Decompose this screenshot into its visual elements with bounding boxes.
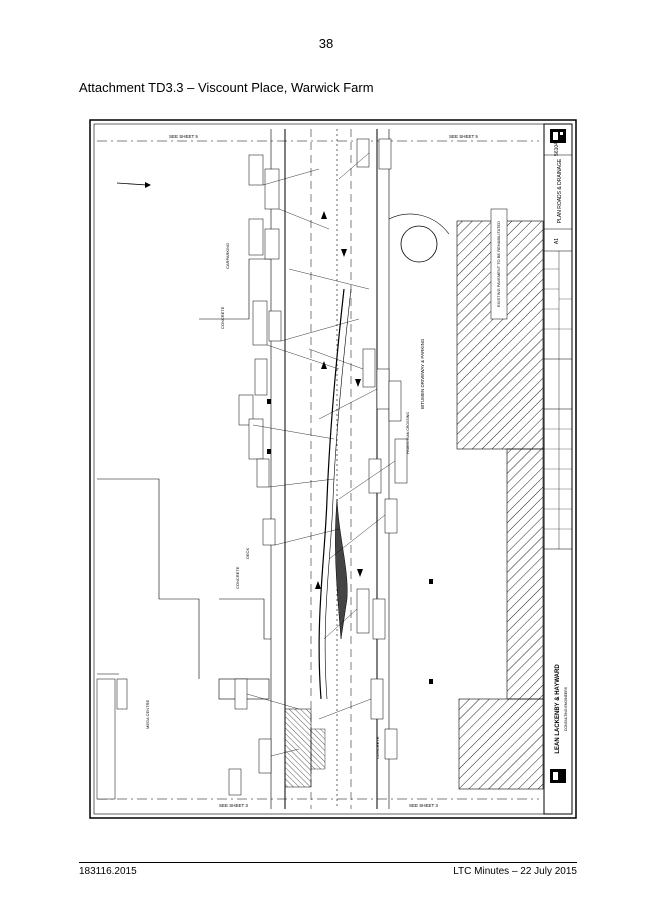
pavement-note: EXISTING PAVEMENT TO BE REHABILITATED — [490, 208, 508, 320]
footer-minutes-date: LTC Minutes – 22 July 2015 — [453, 866, 577, 877]
traffic-island-hatch — [284, 708, 312, 788]
firm-logo-icon — [550, 129, 566, 143]
firm-subtitle: CONSULTING ENGINEERS — [564, 686, 568, 731]
hatched-area-lower — [506, 448, 544, 700]
drawing-number: 56104 — [554, 142, 560, 156]
turning-circle — [400, 225, 438, 263]
label-pedestrian-crossing: PEDESTRIAN CROSSING — [406, 412, 410, 454]
label-car-parking: CARPARKING — [225, 243, 230, 269]
attachment-title: Attachment TD3.3 – Viscount Place, Warwi… — [79, 80, 374, 95]
footer-rule — [79, 862, 577, 863]
see-sheet-top-left: SEE SHEET 5 — [169, 134, 198, 139]
label-concrete-lower: CONCRETE — [375, 736, 380, 759]
median-island — [318, 288, 345, 700]
page-number: 38 — [318, 36, 334, 51]
north-arrow-icon — [116, 182, 151, 188]
engineering-drawing: 56104 PLAN ROADS & DRAINAGE A1 LEAN LACK… — [89, 119, 577, 819]
svg-text:EXISTING PAVEMENT TO BE REHABI: EXISTING PAVEMENT TO BE REHABILITATED — [496, 221, 501, 307]
see-sheet-bottom-left: SEE SHEET 3 — [219, 803, 248, 808]
label-concrete-mid: CONCRETE — [235, 566, 240, 589]
leader-lines — [246, 152, 396, 757]
see-sheet-top-right: SEE SHEET 5 — [449, 134, 478, 139]
callout-boxes — [96, 138, 408, 800]
title-block: 56104 PLAN ROADS & DRAINAGE A1 LEAN LACK… — [543, 123, 573, 815]
sheet-size: A1 — [554, 238, 560, 244]
label-mega-centre: MEGA CENTRE — [145, 700, 150, 729]
label-deck: DECK — [245, 548, 250, 559]
see-sheet-bottom-right: SEE SHEET 3 — [409, 803, 438, 808]
firm-name: LEAN LACKENBY & HAYWARD — [555, 664, 561, 754]
footer-document-id: 183116.2015 — [79, 866, 137, 877]
hatched-area-bottom — [458, 698, 544, 790]
firm-logo-bottom-icon — [550, 769, 566, 783]
sheet-title: PLAN ROADS & DRAINAGE — [557, 158, 563, 223]
label-concrete-upper: CONCRETE — [220, 306, 225, 329]
label-driveway-parking: BITUMEN DRIVEWAY & PARKING — [420, 338, 425, 409]
road-arrows — [267, 211, 433, 684]
